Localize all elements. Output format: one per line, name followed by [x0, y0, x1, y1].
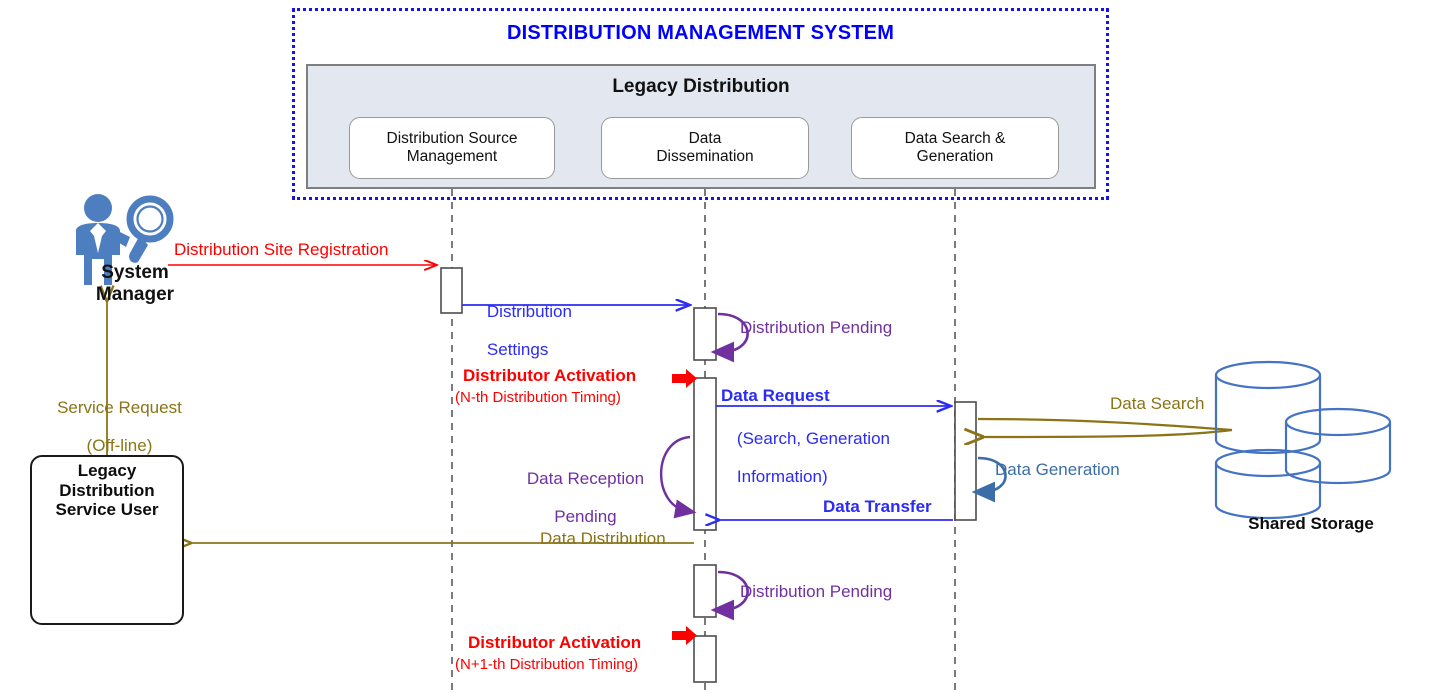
businessman-magnifier-icon [76, 194, 174, 285]
activation-dissemination-3 [693, 564, 717, 618]
legacy-distribution-title: Legacy Distribution [612, 76, 790, 97]
participant-3-line2: Generation [916, 148, 994, 165]
distribution-settings-line2: Settings [486, 340, 549, 360]
database-cylinders-icon [1214, 360, 1392, 520]
label-data-search: Data Search [1110, 394, 1205, 413]
label-distribution-pending-1: Distribution Pending [740, 318, 893, 337]
legacy-user-line1: Legacy [77, 461, 137, 480]
system-boundary-box [292, 8, 1109, 200]
arrow-data-search-out [977, 417, 1233, 432]
activation-search-generation [954, 401, 977, 521]
selfloop-data-reception-pending [659, 435, 697, 519]
label-distributor-activation-n: Distributor Activation [463, 366, 637, 385]
service-request-line1: Service Request [57, 398, 182, 418]
participant-label: Data Search &Generation [905, 130, 1006, 167]
selfloop-data-generation [971, 456, 1007, 503]
data-reception-pending-line2: Pending [554, 507, 617, 527]
label-distribution-settings: Distribution Settings [468, 283, 572, 378]
label-data-transfer: Data Transfer [823, 497, 932, 516]
label-distributor-activation-n1: Distributor Activation [468, 633, 642, 652]
label-data-request: Data Request [721, 386, 830, 405]
shared-storage-label: Shared Storage [1248, 514, 1374, 533]
marker-distributor-activation-n1 [672, 626, 697, 645]
data-reception-pending-line1: Data Reception [526, 469, 645, 489]
arrow-data-search-back [982, 430, 1233, 437]
participant-2-line2: Dissemination [656, 148, 754, 165]
label-data-reception-pending: Data Reception Pending [496, 450, 656, 545]
label-distributor-activation-n1-timing: (N+1-th Distribution Timing) [455, 656, 638, 673]
selfloop-distribution-pending-1 [710, 312, 749, 363]
participant-2-line1: Data [688, 129, 722, 147]
system-title: DISTRIBUTION MANAGEMENT SYSTEM [506, 22, 895, 44]
label-distribution-pending-2: Distribution Pending [740, 582, 893, 601]
system-manager-line1: System [101, 262, 169, 283]
marker-distributor-activation-n [672, 369, 697, 388]
activation-dissemination-4 [693, 635, 717, 683]
activation-dissemination-1 [693, 307, 717, 361]
system-manager-line2: Manager [95, 283, 175, 305]
participant-3-line1: Data Search & [904, 129, 1006, 147]
legacy-distribution-service-user-box[interactable] [30, 455, 184, 625]
participant-data-search-generation[interactable]: Data Search &Generation [851, 117, 1059, 179]
distribution-settings-line1: Distribution [486, 302, 572, 322]
label-data-request-detail: (Search, Generation Information) [718, 410, 890, 505]
system-manager-label: System Manager [40, 262, 230, 305]
data-request-line2: (Search, Generation [736, 429, 890, 449]
legacy-user-label: Legacy Distribution Service User [30, 461, 184, 520]
legacy-user-line3: Service User [55, 500, 159, 520]
service-request-line2: (Off-line) [86, 436, 153, 456]
label-data-generation: Data Generation [995, 460, 1120, 479]
activation-dissemination-2 [693, 377, 717, 531]
data-request-line3: Information) [736, 467, 828, 487]
selfloop-distribution-pending-2 [710, 570, 749, 621]
label-service-request: Service Request (Off-line) [30, 379, 190, 474]
label-distributor-activation-n-timing: (N-th Distribution Timing) [455, 389, 621, 406]
legacy-user-line2: Distribution [59, 480, 155, 500]
label-distribution-site-registration: Distribution Site Registration [174, 240, 389, 259]
activation-source-management [440, 267, 463, 314]
participant-1-line1: Distribution Source [386, 129, 518, 147]
label-data-distribution: Data Distribution [540, 529, 666, 548]
participant-1-line2: Management [406, 148, 498, 165]
